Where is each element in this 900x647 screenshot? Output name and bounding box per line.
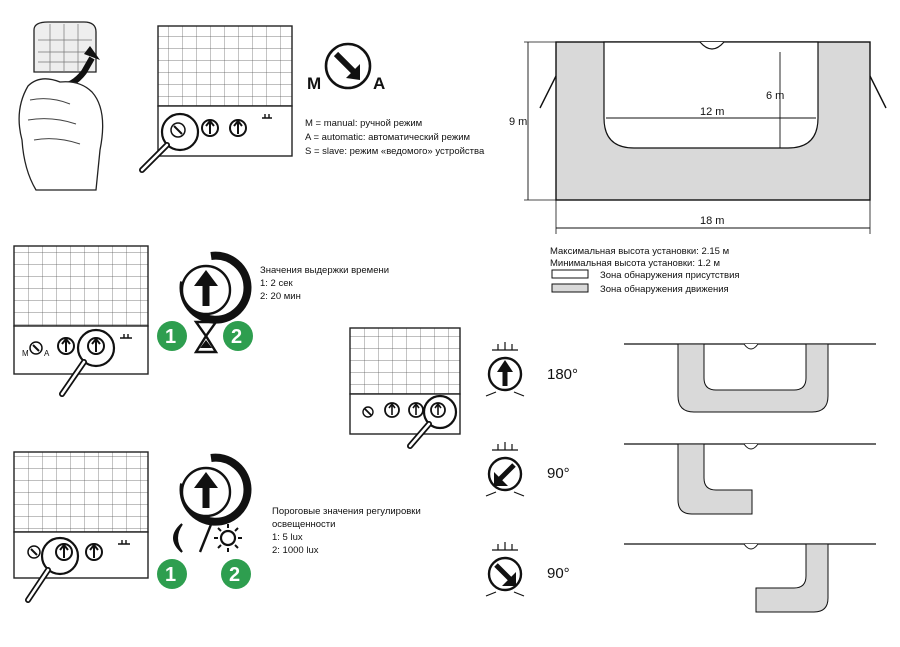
coverage-outer-width-label: 18 m: [700, 215, 724, 227]
mode-legend-manual: M = manual: ручной режим: [305, 118, 422, 129]
angle-90-left-label: 90°: [547, 465, 570, 482]
coverage-depth-label: 6 m: [766, 90, 784, 102]
angle-180-icon: [485, 342, 525, 397]
hourglass-icon: [193, 320, 219, 354]
time-position-1: 1: [165, 326, 176, 348]
zone-90-right-plan: [624, 543, 876, 613]
zone-90-left-plan: [624, 443, 876, 515]
light-knob-icon: [179, 453, 252, 526]
light-position-2-badge: [221, 559, 251, 589]
coverage-inner-width-label: 12 m: [700, 106, 724, 118]
light-position-1: 1: [165, 564, 176, 586]
presence-zone-swatch: [551, 269, 589, 279]
slash-divider: [198, 521, 214, 553]
motion-zone-label: Зона обнаружения движения: [600, 284, 729, 295]
device-light-view: [13, 451, 149, 603]
light-position-1-badge: [157, 559, 187, 589]
device-time-view: [13, 245, 149, 397]
coverage-plan: [524, 41, 887, 234]
device-time-a-label: A: [44, 349, 50, 358]
mode-selector-icon: [324, 42, 372, 90]
device-angle-view: [349, 327, 461, 449]
angle-90-right-icon: [485, 542, 525, 597]
angle-90-right-label: 90°: [547, 565, 570, 582]
time-position-2-badge: [223, 321, 253, 351]
light-position-2: 2: [229, 564, 240, 586]
max-height-text: Максимальная высота установки: 2.15 м: [550, 246, 729, 257]
light-setting-title1: Пороговые значения регулировки: [272, 506, 421, 517]
motion-zone-swatch: [551, 283, 589, 293]
time-setting-line2: 2: 20 мин: [260, 291, 301, 302]
device-mode-view: [139, 25, 293, 173]
angle-180-label: 180°: [547, 366, 578, 383]
moon-icon: [173, 523, 183, 553]
mode-m-label: M: [307, 74, 321, 93]
mode-legend-automatic: A = automatic: автоматический режим: [305, 132, 470, 143]
mode-legend-slave: S = slave: режим «ведомого» устройства: [305, 146, 485, 157]
presence-zone-label: Зона обнаружения присутствия: [600, 270, 740, 281]
sun-icon: [214, 524, 242, 552]
min-height-text: Минимальная высота установки: 1.2 м: [550, 258, 720, 269]
light-setting-line2: 2: 1000 lux: [272, 545, 319, 556]
mode-a-label: A: [373, 74, 385, 93]
coverage-height-label: 9 m: [509, 116, 527, 128]
angle-90-left-icon: [485, 442, 525, 497]
time-position-1-badge: [157, 321, 187, 351]
time-position-2: 2: [231, 326, 242, 348]
time-setting-line1: 1: 2 сек: [260, 278, 294, 289]
hand-removing-cover-illustration: [18, 21, 104, 191]
light-setting-title2: освещенности: [272, 519, 335, 530]
zone-180-plan: [624, 343, 876, 413]
time-knob-icon: [179, 251, 252, 324]
device-time-m-label: M: [22, 349, 29, 358]
light-setting-line1: 1: 5 lux: [272, 532, 303, 543]
time-setting-title: Значения выдержки времени: [260, 265, 389, 276]
